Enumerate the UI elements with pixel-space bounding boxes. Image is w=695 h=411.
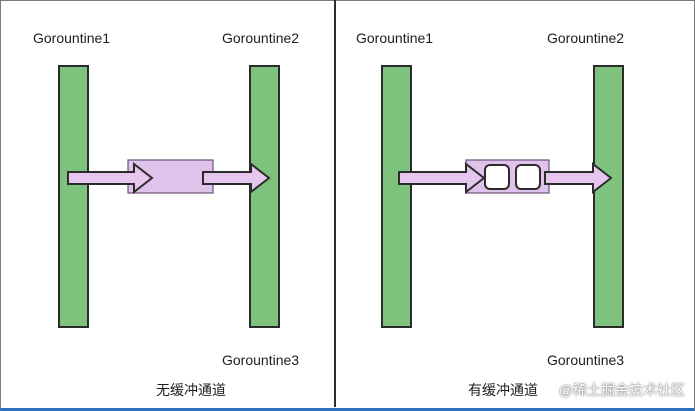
right-goroutine1-label: Gorountine1 bbox=[356, 30, 434, 46]
left-goroutine2-label: Gorountine2 bbox=[222, 30, 300, 46]
left-goroutine2-bar bbox=[249, 65, 280, 328]
right-goroutine2-bar bbox=[593, 65, 624, 328]
left-goroutine1-label: Gorountine1 bbox=[33, 30, 111, 46]
left-goroutine1-bar bbox=[58, 65, 89, 328]
arrow-right-icon bbox=[544, 161, 613, 195]
left-caption: 无缓冲通道 bbox=[156, 382, 226, 398]
right-channel-group bbox=[398, 159, 613, 195]
left-goroutine3-label: Gorountine3 bbox=[222, 352, 300, 368]
right-caption: 有缓冲通道 bbox=[468, 382, 538, 398]
buffer-slot-icon bbox=[484, 164, 510, 190]
arrow-right-icon bbox=[202, 161, 271, 195]
buffer-slot-icon bbox=[515, 164, 541, 190]
watermark-label: @稀土掘金技术社区 bbox=[558, 382, 685, 398]
right-goroutine3-label: Gorountine3 bbox=[547, 352, 625, 368]
right-goroutine1-bar bbox=[381, 65, 412, 328]
left-channel-group bbox=[67, 159, 271, 195]
panel-divider bbox=[334, 0, 336, 407]
arrow-right-icon bbox=[67, 161, 154, 195]
right-goroutine2-label: Gorountine2 bbox=[547, 30, 625, 46]
arrow-right-icon bbox=[398, 161, 486, 195]
